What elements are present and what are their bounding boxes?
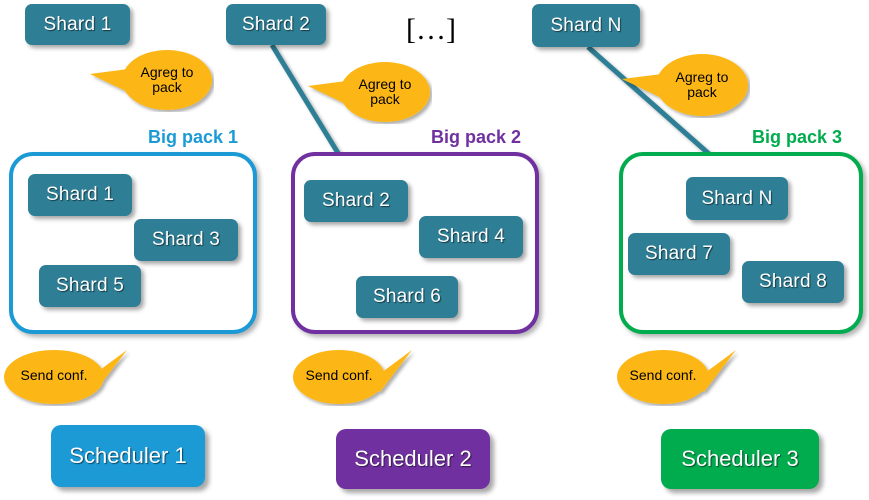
pack1-shard-5-label: Shard 5 xyxy=(56,275,124,296)
pack1-shard-5[interactable]: Shard 5 xyxy=(39,265,141,307)
pack-title-1: Big pack 1 xyxy=(148,127,238,148)
callout-bubble-shape xyxy=(122,50,212,110)
ellipsis-label: […] xyxy=(406,13,456,46)
scheduler-2[interactable]: Scheduler 2 xyxy=(336,429,490,489)
scheduler-3[interactable]: Scheduler 3 xyxy=(661,429,819,489)
pack3-shard-7[interactable]: Shard 7 xyxy=(628,233,730,275)
scheduler-3-label: Scheduler 3 xyxy=(681,446,799,471)
source-shard-2-label: Shard 2 xyxy=(242,13,310,35)
callout-bubble-shape xyxy=(340,62,430,122)
pack2-shard-6-label: Shard 6 xyxy=(373,286,441,307)
pack2-shard-2-label: Shard 2 xyxy=(322,190,390,211)
callout-bubble-shape xyxy=(656,54,748,116)
send-callout-2[interactable]: Send conf. xyxy=(288,346,416,406)
agreg-callout-2-text: Agreg to pack xyxy=(358,75,412,107)
scheduler-2-label: Scheduler 2 xyxy=(354,446,472,471)
scheduler-1-label: Scheduler 1 xyxy=(69,443,187,468)
pack-title-2-label: Big pack 2 xyxy=(431,127,522,147)
callout-bubble-shape xyxy=(617,350,709,404)
pack3-shard-n[interactable]: Shard N xyxy=(686,177,788,220)
send-callout-1[interactable]: Send conf. xyxy=(3,346,131,406)
pack-title-3-label: Big pack 3 xyxy=(752,127,843,147)
send-callout-3[interactable]: Send conf. xyxy=(612,346,740,406)
send-callout-1-text: Send conf. xyxy=(20,367,88,384)
scheduler-1[interactable]: Scheduler 1 xyxy=(51,425,205,487)
pack2-shard-4[interactable]: Shard 4 xyxy=(419,216,523,258)
callout-bubble-shape xyxy=(293,350,385,404)
pack3-shard-8-label: Shard 8 xyxy=(759,271,827,292)
source-shard-n[interactable]: Shard N xyxy=(532,4,640,47)
pack3-shard-8[interactable]: Shard 8 xyxy=(742,261,844,303)
agreg-callout-2[interactable]: Agreg to pack xyxy=(306,60,432,124)
pack-title-2: Big pack 2 xyxy=(431,127,521,148)
pack3-shard-7-label: Shard 7 xyxy=(645,243,713,264)
pack3-shard-n-label: Shard N xyxy=(701,187,773,209)
send-callout-2-text: Send conf. xyxy=(305,367,373,384)
agreg-callout-3[interactable]: Agreg to pack xyxy=(620,52,750,118)
pack-title-3: Big pack 3 xyxy=(752,127,842,148)
ellipsis-marker: […] xyxy=(406,13,456,47)
pack2-shard-4-label: Shard 4 xyxy=(437,226,505,247)
pack1-shard-1[interactable]: Shard 1 xyxy=(28,174,132,216)
pack-title-1-label: Big pack 1 xyxy=(148,127,239,147)
source-shard-1-label: Shard 1 xyxy=(43,13,112,35)
agreg-callout-3-text: Agreg to pack xyxy=(675,68,729,100)
callout-bubble-shape xyxy=(4,350,104,404)
pack2-shard-2[interactable]: Shard 2 xyxy=(304,180,408,222)
pack1-shard-3-label: Shard 3 xyxy=(152,229,220,250)
agreg-callout-1[interactable]: Agreg to pack xyxy=(88,48,214,112)
send-callout-3-text: Send conf. xyxy=(629,367,697,384)
pack2-shard-6[interactable]: Shard 6 xyxy=(356,276,458,318)
source-shard-n-label: Shard N xyxy=(550,14,622,36)
pack1-shard-3[interactable]: Shard 3 xyxy=(134,219,238,261)
pack1-shard-1-label: Shard 1 xyxy=(46,184,114,205)
source-shard-2[interactable]: Shard 2 xyxy=(226,4,326,45)
agreg-callout-1-text: Agreg to pack xyxy=(140,63,194,95)
source-shard-1[interactable]: Shard 1 xyxy=(25,4,130,45)
